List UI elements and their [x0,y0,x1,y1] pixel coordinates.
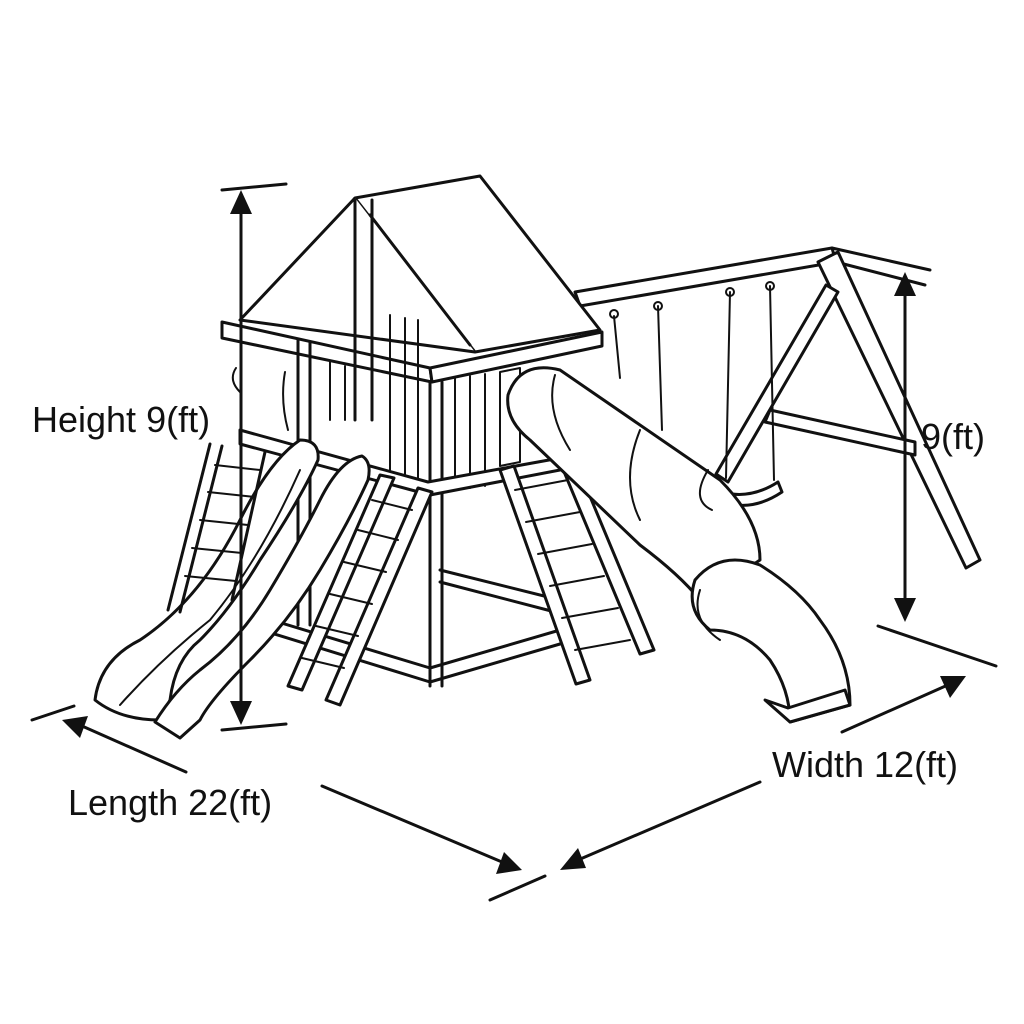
width-dimension [560,624,998,870]
wave-slide-left [93,438,371,740]
side-ladder [498,456,656,686]
swing-height-label: 9(ft) [921,416,986,457]
height-dimension [220,182,288,732]
width-label: Width 12(ft) [772,744,959,785]
length-dimension [30,704,547,902]
tube-slide [506,366,852,724]
length-label: Length 22(ft) [68,782,273,823]
front-ladder [286,473,434,707]
swing-set [573,246,982,570]
rear-ladder [166,442,267,614]
height-label: Height 9(ft) [32,399,211,440]
swing-height-dimension [894,272,916,622]
